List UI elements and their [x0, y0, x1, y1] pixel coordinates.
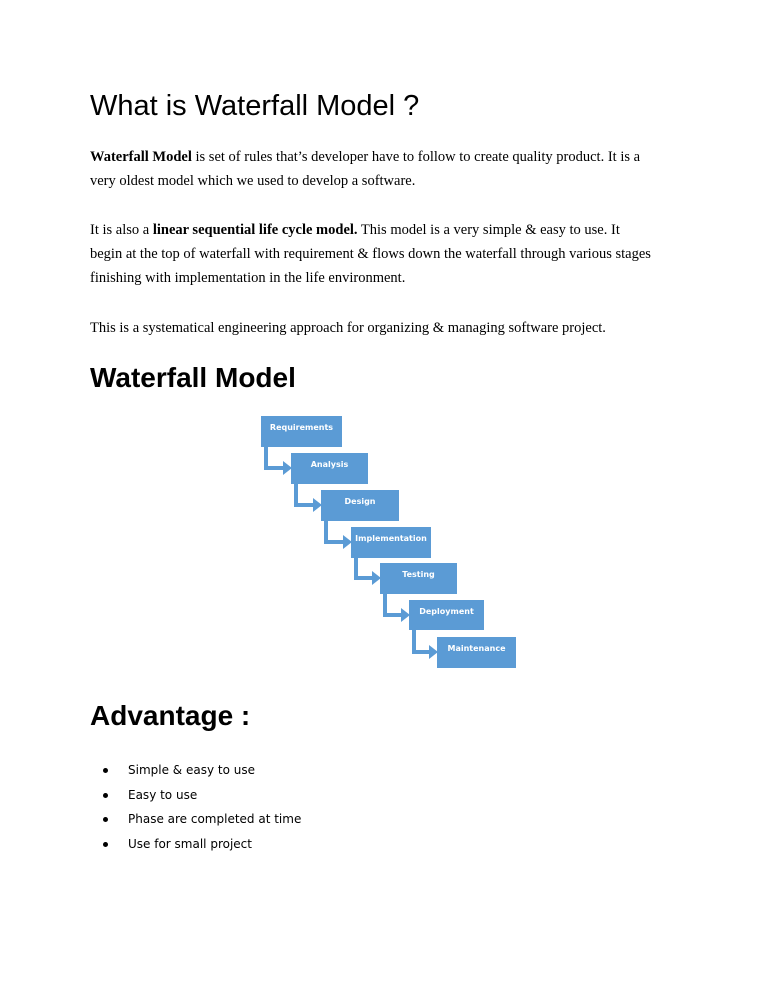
- linear-paragraph: It is also a linear sequential life cycl…: [90, 218, 700, 290]
- list-item: Phase are completed at time: [100, 807, 301, 832]
- linear-bold-term: linear sequential life cycle model.: [152, 222, 358, 238]
- intro-paragraph: Waterfall Model is set of rules that’s d…: [90, 145, 690, 193]
- list-item-text: Easy to use: [128, 787, 198, 802]
- bullet-icon: [103, 817, 108, 822]
- stage-design: Design: [321, 490, 399, 521]
- intro-text-line1: is set of rules that’s developer have to…: [191, 149, 641, 165]
- advantage-heading: Advantage :: [90, 700, 251, 731]
- advantage-list: Simple & easy to use Easy to use Phase a…: [100, 758, 301, 856]
- stage-deployment: Deployment: [409, 600, 484, 630]
- bullet-icon: [103, 792, 108, 798]
- list-item: Simple & easy to use: [100, 758, 301, 783]
- list-item-text: Simple & easy to use: [128, 763, 255, 777]
- systematic-paragraph: This is a systematical engineering appro…: [90, 320, 606, 336]
- intro-text-line2: very oldest model which we used to devel…: [90, 173, 416, 189]
- list-item: Use for small project: [100, 832, 301, 857]
- linear-text-line3: finishing with implementation in the lif…: [90, 270, 406, 286]
- page-title: What is Waterfall Model ?: [90, 90, 420, 122]
- linear-lead: It is also a: [90, 222, 153, 238]
- list-item: Easy to use: [100, 783, 301, 808]
- bullet-icon: [103, 841, 108, 847]
- bullet-icon: [103, 768, 108, 773]
- stage-maintenance: Maintenance: [437, 637, 516, 668]
- stage-requirements: Requirements: [261, 416, 342, 447]
- diagram-heading: Waterfall Model: [90, 362, 296, 393]
- list-item-text: Phase are completed at time: [128, 812, 302, 826]
- stage-analysis: Analysis: [291, 453, 368, 484]
- intro-bold-term: Waterfall Model: [90, 149, 192, 165]
- linear-text-line2: begin at the top of waterfall with requi…: [90, 246, 651, 262]
- linear-text-line1: This model is a very simple & easy to us…: [357, 222, 620, 238]
- list-item-text: Use for small project: [128, 836, 252, 851]
- stage-testing: Testing: [380, 563, 457, 594]
- stage-implementation: Implementation: [351, 527, 431, 558]
